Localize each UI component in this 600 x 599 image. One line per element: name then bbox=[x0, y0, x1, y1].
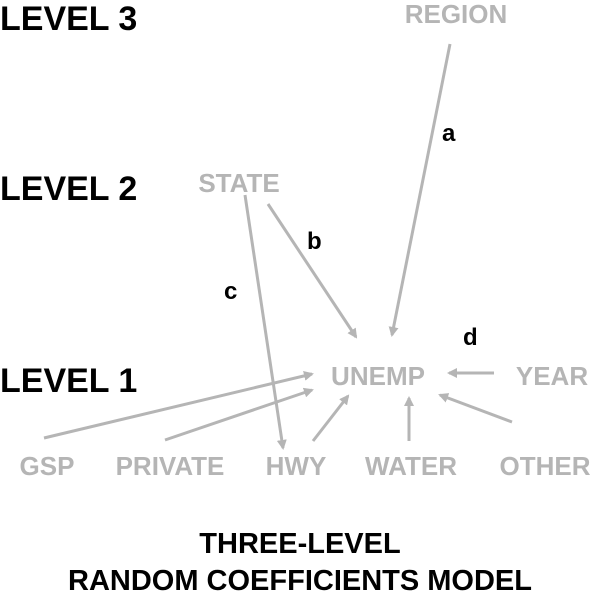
edge-other-unemp bbox=[438, 393, 513, 424]
edge-gsp-unemp bbox=[43, 370, 314, 440]
level-1-label: LEVEL 1 bbox=[0, 362, 137, 400]
level-3-label: LEVEL 3 bbox=[0, 0, 137, 38]
edge-label-c: c bbox=[224, 278, 237, 305]
node-water: WATER bbox=[365, 451, 457, 481]
node-hwy: HWY bbox=[266, 451, 327, 481]
node-private: PRIVATE bbox=[116, 451, 225, 481]
node-region: REGION bbox=[405, 0, 508, 29]
edge-label-b: b bbox=[307, 228, 322, 255]
node-gsp: GSP bbox=[20, 451, 75, 481]
node-year: YEAR bbox=[516, 361, 588, 391]
edge-state-hwy bbox=[243, 194, 287, 450]
edge-state-unemp bbox=[266, 203, 358, 339]
node-unemp: UNEMP bbox=[331, 361, 425, 391]
caption-line-2: RANDOM COEFFICIENTS MODEL bbox=[68, 565, 532, 597]
level-2-label: LEVEL 2 bbox=[0, 170, 137, 208]
edge-label-a: a bbox=[442, 120, 456, 147]
edge-private-unemp bbox=[164, 387, 314, 442]
edge-region-unemp bbox=[388, 43, 452, 337]
caption-line-1: THREE-LEVEL bbox=[199, 528, 400, 560]
node-other: OTHER bbox=[500, 451, 591, 481]
edge-hwy-unemp bbox=[311, 394, 350, 442]
node-state: STATE bbox=[198, 168, 279, 198]
edge-label-d: d bbox=[463, 324, 478, 351]
